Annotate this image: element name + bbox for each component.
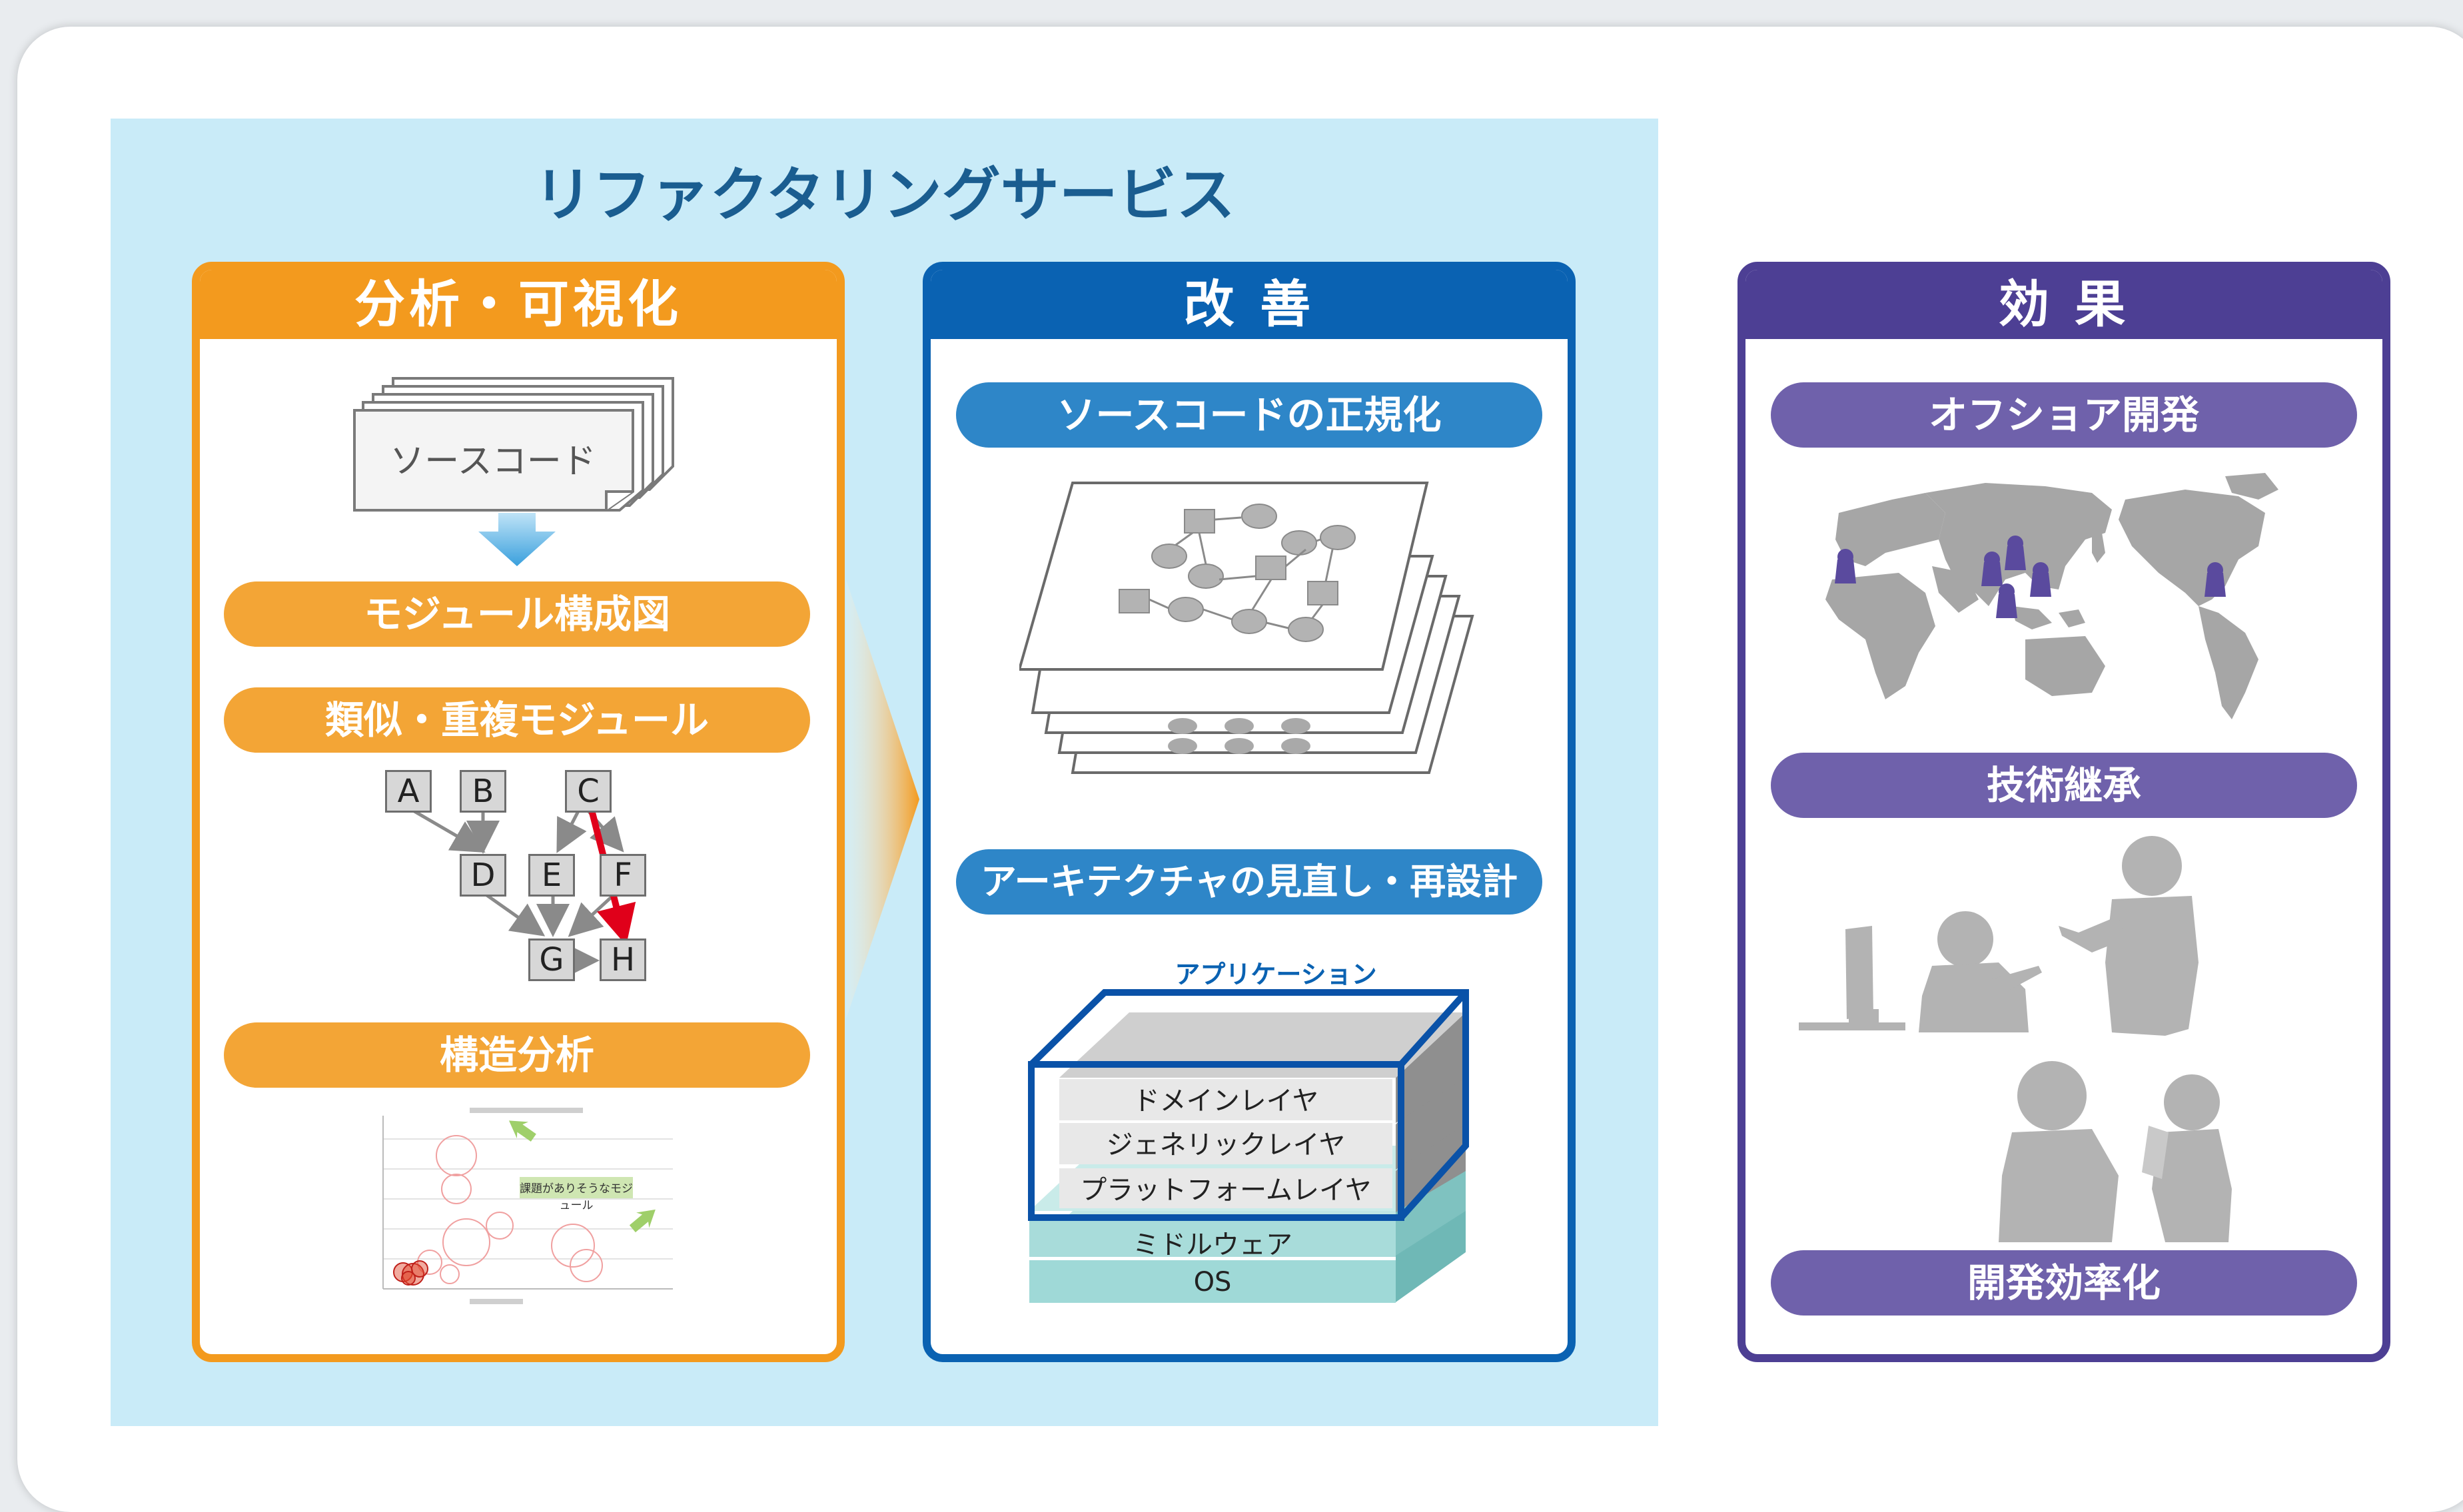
right-arrow-icon [846, 579, 919, 1019]
graph-node-c: C [565, 770, 612, 813]
down-arrow-icon [478, 513, 556, 566]
source-code-label: ソースコード [390, 442, 596, 482]
source-code-docs-icon [353, 377, 674, 512]
world-map-image [1825, 473, 2278, 719]
graph-node-e: E [528, 854, 575, 897]
service-title: リファクタリングサービス [534, 161, 1235, 229]
people-collaboration-image [1799, 836, 2232, 1242]
offshore-development-pill: オフショア開発 [1771, 382, 2357, 448]
analysis-title: 分析・可視化 [200, 270, 837, 339]
effect-title: 効 果 [1745, 270, 2382, 339]
generic-layer-label: ジェネリックレイヤ [1106, 1130, 1346, 1160]
development-efficiency-pill: 開発効率化 [1771, 1250, 2357, 1316]
graph-node-h: H [600, 939, 646, 981]
module-structure-pill: モジュール構成図 [224, 581, 810, 647]
source-normalization-pill: ソースコードの正規化 [956, 382, 1542, 448]
graph-node-b: B [460, 770, 506, 813]
graph-node-a: A [385, 770, 432, 813]
middleware-layer-label: ミドルウェア [1133, 1230, 1292, 1260]
application-label: アプリケーション [1175, 960, 1377, 989]
graph-node-g: G [528, 939, 575, 981]
os-layer-label: OS [1193, 1267, 1232, 1298]
platform-layer-label: プラットフォームレイヤ [1080, 1175, 1372, 1206]
chart-callout-label: 課題がありそうなモジュール [520, 1182, 633, 1212]
domain-layer-label: ドメインレイヤ [1133, 1086, 1319, 1116]
similar-duplicate-module-pill: 類似・重複モジュール [224, 687, 810, 753]
layered-structure-diagram [1019, 482, 1474, 774]
improvement-title: 改 善 [931, 270, 1568, 339]
structure-analysis-chart [356, 1102, 676, 1316]
graph-node-d: D [460, 854, 506, 897]
graph-node-f: F [600, 854, 646, 897]
structure-analysis-pill: 構造分析 [224, 1022, 810, 1088]
architecture-layers-diagram [1028, 989, 1469, 1303]
architecture-redesign-pill: アーキテクチャの見直し・再設計 [956, 849, 1542, 915]
technology-succession-pill: 技術継承 [1771, 753, 2357, 818]
